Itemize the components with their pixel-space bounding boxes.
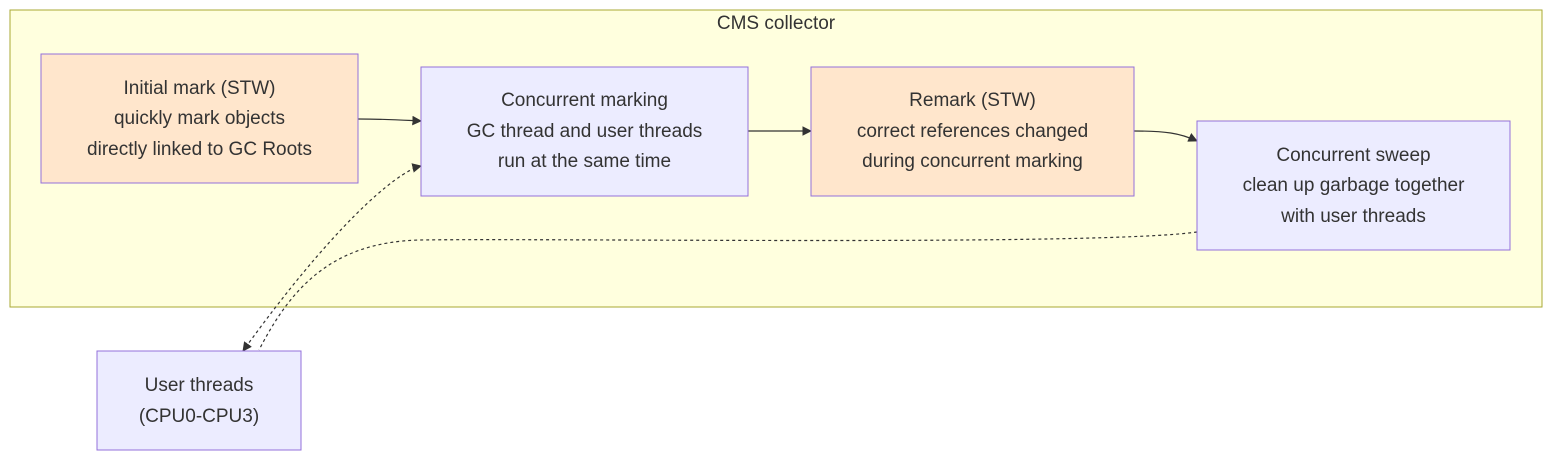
node-user-threads: User threads (CPU0-CPU3) xyxy=(96,350,302,451)
concurrent-sweep-box xyxy=(1196,120,1511,251)
initial-mark-line-1: Initial mark (STW) xyxy=(124,78,276,99)
concurrent-sweep-line-1: Concurrent sweep xyxy=(1276,145,1430,166)
initial-mark-line-2: quickly mark objects xyxy=(114,108,285,129)
concurrent-marking-line-3: run at the same time xyxy=(498,151,671,172)
user-threads-box xyxy=(96,350,302,451)
remark-line-3: during concurrent marking xyxy=(862,151,1083,172)
cluster-title: CMS collector xyxy=(717,13,836,34)
remark-line-1: Remark (STW) xyxy=(909,90,1036,111)
user-threads-line-1: User threads xyxy=(145,375,254,396)
edge-remark-to-concurrent-sweep xyxy=(1133,130,1198,142)
initial-mark-box xyxy=(40,53,359,184)
concurrent-sweep-line-3: with user threads xyxy=(1280,206,1426,227)
initial-mark-line-3: directly linked to GC Roots xyxy=(87,139,312,160)
edge-concurrent-sweep-user-threads xyxy=(258,231,1198,351)
edge-concurrent-marking-user-threads xyxy=(242,163,422,352)
concurrent-marking-box xyxy=(420,66,749,197)
node-concurrent-sweep: Concurrent sweep clean up garbage togeth… xyxy=(1196,120,1511,251)
node-initial-mark: Initial mark (STW) quickly mark objects … xyxy=(40,53,359,184)
remark-line-2: correct references changed xyxy=(857,121,1088,142)
concurrent-marking-line-2: GC thread and user threads xyxy=(467,121,703,142)
edge-initial-to-concurrent-marking xyxy=(357,115,422,126)
edges xyxy=(242,115,1198,352)
node-concurrent-marking: Concurrent marking GC thread and user th… xyxy=(420,66,749,197)
node-remark: Remark (STW) correct references changed … xyxy=(810,66,1135,197)
concurrent-sweep-line-2: clean up garbage together xyxy=(1243,175,1466,196)
user-threads-line-2: (CPU0-CPU3) xyxy=(139,406,259,427)
remark-box xyxy=(810,66,1135,197)
concurrent-marking-line-1: Concurrent marking xyxy=(501,90,668,111)
